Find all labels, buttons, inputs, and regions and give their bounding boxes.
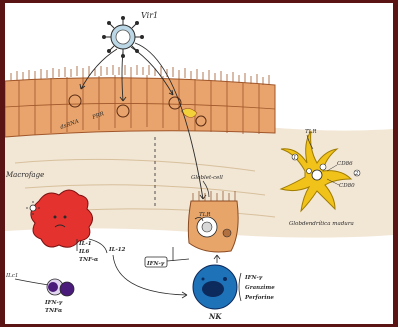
il1-label: IL-1	[78, 241, 92, 247]
cd80-label: CD80	[339, 183, 355, 189]
tnfa-mac-label: TNF-α	[79, 257, 99, 263]
virus-particle: Vir1	[103, 11, 159, 58]
ilc1-label: ILc1	[5, 273, 18, 279]
dc-label: Globdendrítica madura	[289, 220, 354, 227]
goblet-label: Globlet-cell	[191, 175, 223, 181]
nk-label: NK	[208, 312, 222, 321]
granzime-label: Granzime	[245, 285, 275, 291]
ifng-nk-label: IFN-γ	[244, 275, 263, 281]
immune-diagram: dsRNA PRR Vir1	[5, 3, 393, 324]
macrophage-cytokines: IL-1 IL6 TNF-α IL-12	[77, 239, 187, 298]
diagram-paper: dsRNA PRR Vir1	[5, 3, 393, 324]
ifn-bubble-label: IFN-γ	[146, 261, 165, 267]
cd86-label: CD86	[337, 161, 353, 167]
il6-label: IL6	[78, 249, 89, 255]
tnfa-ilc-label: TNFα	[45, 308, 63, 314]
nk-cell: NK IFN-γ Granzime Perforine	[193, 255, 275, 321]
dc-num1: 1	[293, 155, 297, 161]
macrophage-label: Macrofage	[5, 171, 44, 179]
ifn-bubble: IFN-γ	[145, 247, 189, 267]
ilc1-cell: ILc1 IFN-γ TNFα	[5, 273, 74, 314]
tlr-goblet-label: TLR	[199, 212, 210, 218]
ifng-ilc-label: IFN-γ	[44, 300, 63, 306]
perforine-label: Perforine	[244, 295, 274, 301]
epithelium-layer: dsRNA PRR	[5, 65, 275, 137]
dc-num2: 2	[354, 171, 359, 177]
tlr-dc-label: TLR	[305, 129, 316, 135]
virus-label: Vir1	[141, 11, 158, 20]
il12-label: IL-12	[108, 247, 126, 253]
